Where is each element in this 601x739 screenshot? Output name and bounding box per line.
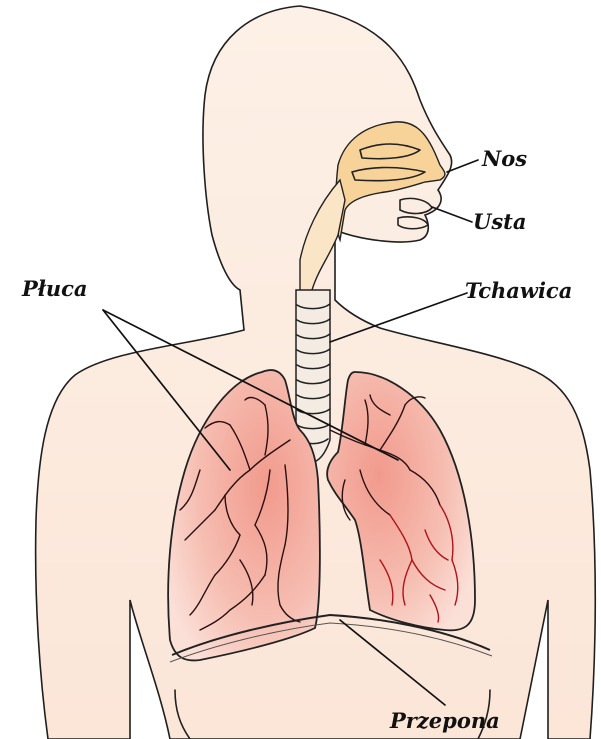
label-trachea: Tchawica [465, 278, 572, 303]
label-diaphragm: Przepona [389, 708, 500, 733]
label-lungs: Płuca [21, 276, 88, 301]
label-mouth: Usta [473, 209, 526, 234]
leader-mouth [432, 207, 472, 222]
label-nose: Nos [481, 146, 527, 171]
